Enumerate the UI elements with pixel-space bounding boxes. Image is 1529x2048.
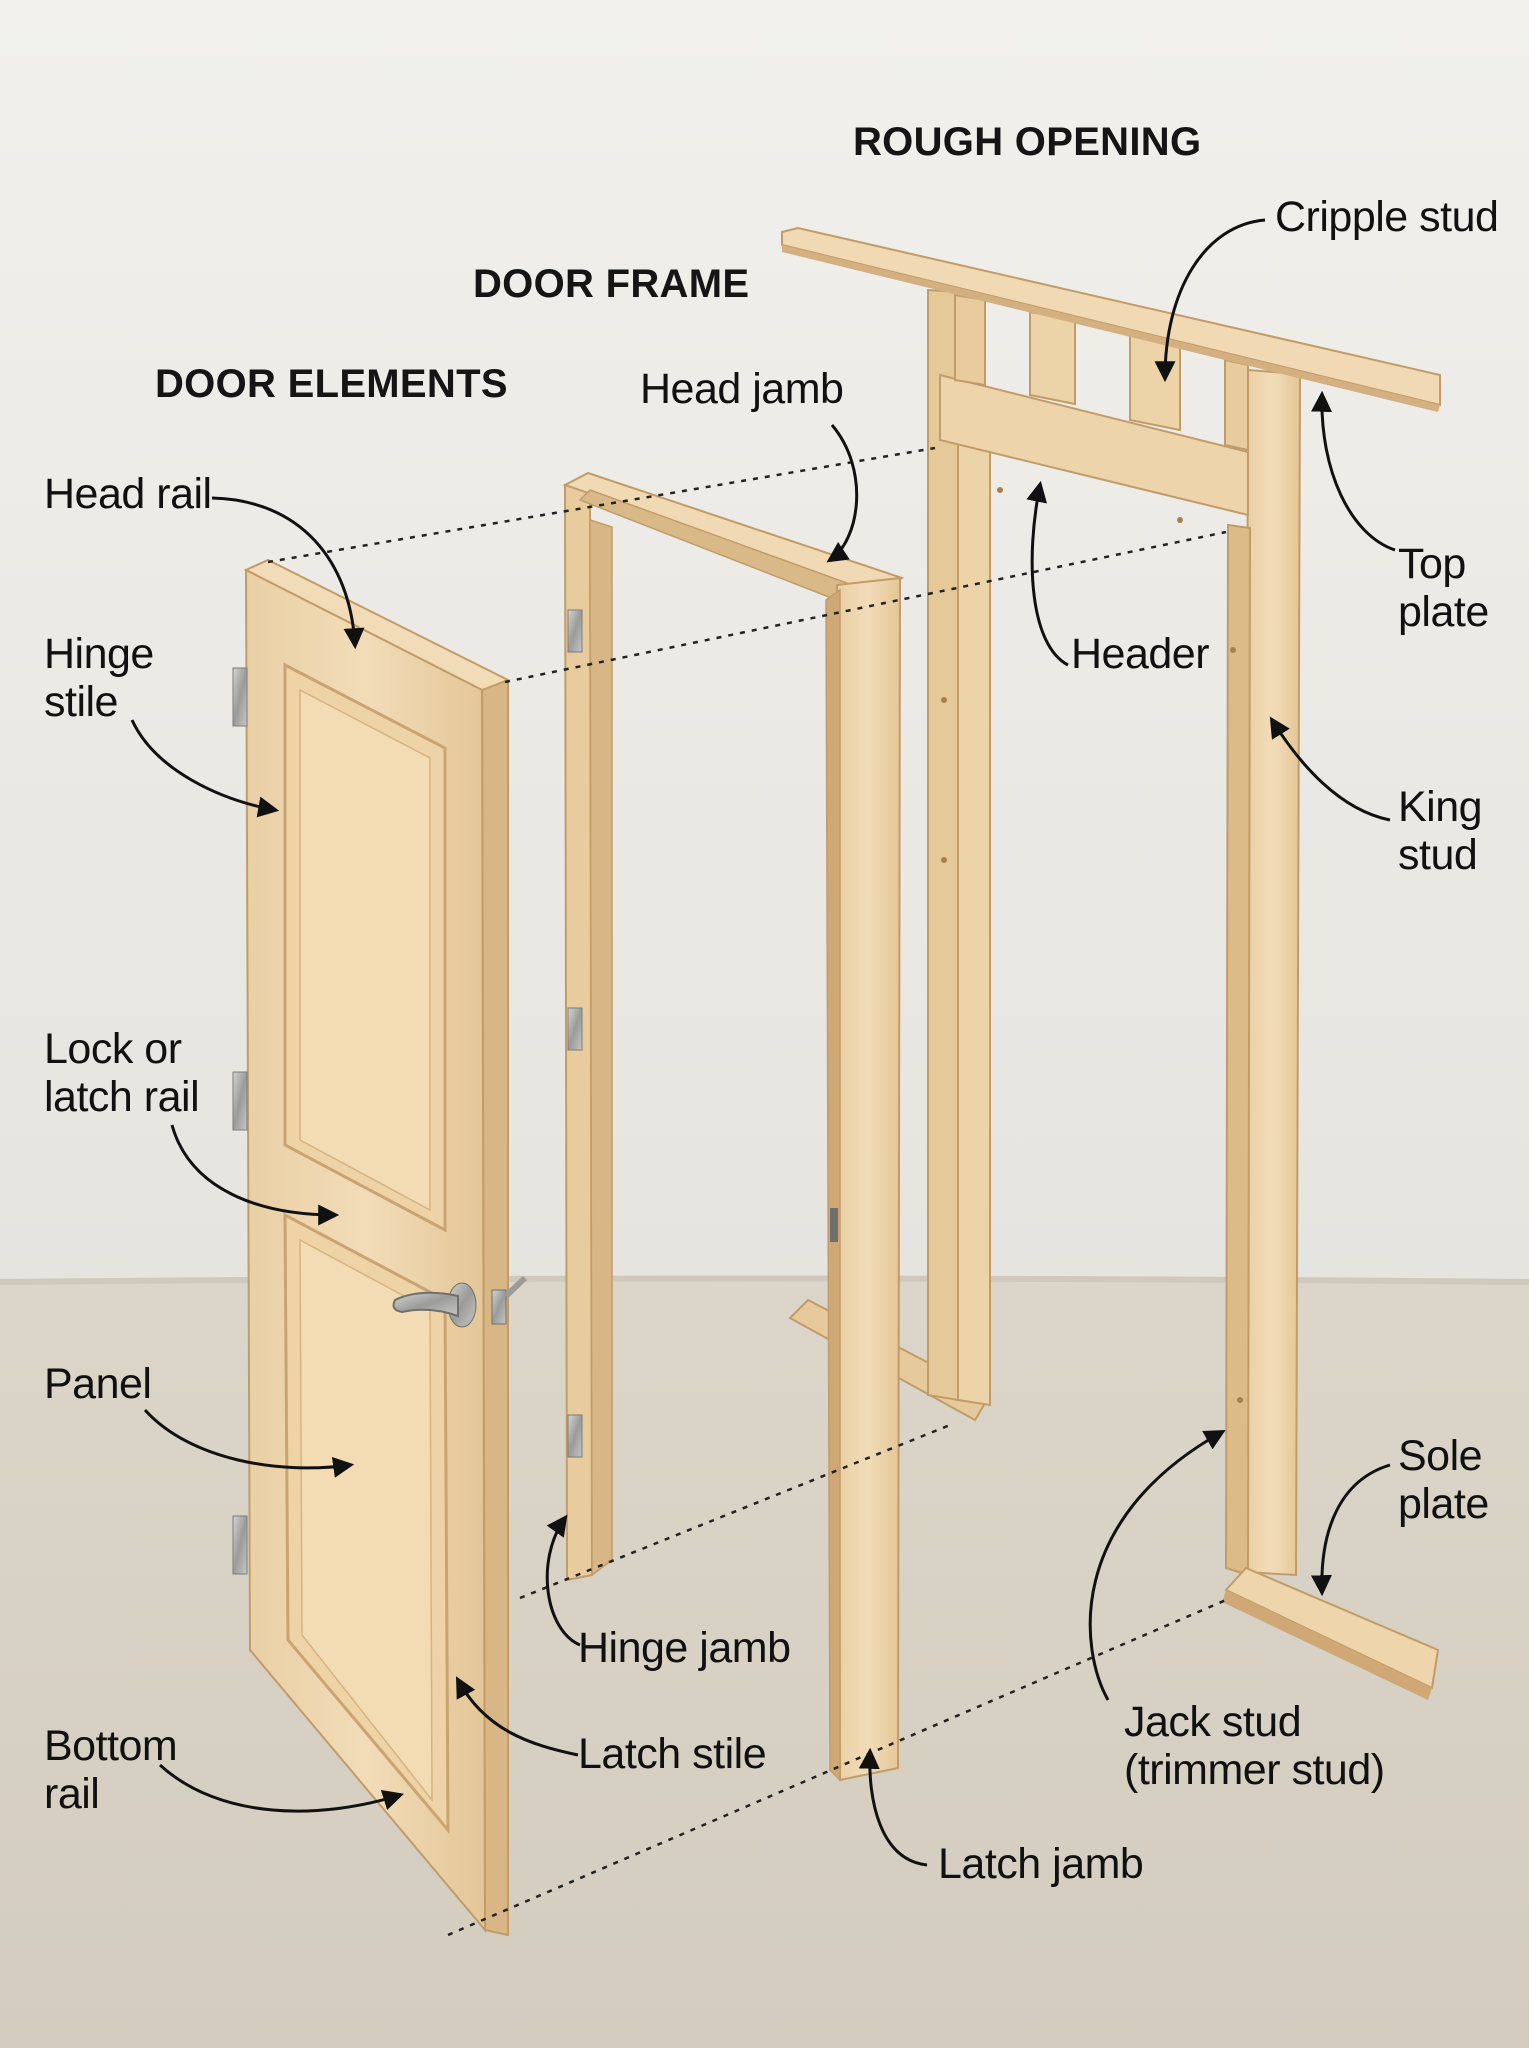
label-head-rail: Head rail [44, 470, 212, 518]
arrow-panel [143, 1408, 355, 1478]
label-lock-rail-line2: latch rail [44, 1073, 200, 1121]
arrow-latch-stile [456, 1676, 579, 1757]
arrow-lock-rail [170, 1124, 340, 1226]
door-hinge-top [232, 667, 248, 727]
strike-plate [830, 1208, 838, 1242]
arrow-jack-stud [1088, 1429, 1226, 1701]
label-bottom-rail-line2: rail [44, 1770, 100, 1818]
door-hinge-bottom [232, 1515, 248, 1575]
cripple-stud-2 [1029, 310, 1076, 406]
king-stud-right [1243, 368, 1302, 1577]
label-hinge-stile: Hinge stile [44, 630, 154, 726]
label-top-plate-line2: plate [1398, 588, 1489, 636]
label-hinge-stile-line2: stile [44, 678, 118, 726]
door-lever-handle [392, 1275, 528, 1328]
label-header: Header [1071, 630, 1210, 678]
arrow-bottom-rail [158, 1763, 405, 1813]
label-bottom-rail: Bottom rail [44, 1722, 178, 1818]
label-sole-plate-line2: plate [1398, 1480, 1489, 1528]
latch-jamb [835, 576, 902, 1782]
arrow-hinge-stile [130, 719, 280, 818]
heading-door-frame: DOOR FRAME [473, 262, 750, 306]
arrow-header [1026, 480, 1069, 667]
door-slab [232, 558, 528, 1937]
rough-opening-framing [781, 226, 1441, 1700]
label-panel: Panel [44, 1360, 152, 1408]
label-hinge-stile-line1: Hinge [44, 630, 154, 678]
arrow-sole-plate [1310, 1463, 1391, 1597]
jamb-hinge-mid [567, 1007, 583, 1051]
label-king-stud: King stud [1398, 783, 1483, 879]
arrow-hinge-jamb [545, 1514, 581, 1647]
arrow-king-stud [1269, 716, 1391, 822]
arrow-cripple-stud [1154, 218, 1266, 383]
label-hinge-jamb: Hinge jamb [578, 1624, 791, 1672]
callout-arrows [130, 218, 1396, 1867]
label-king-stud-line2: stud [1398, 831, 1478, 879]
arrow-head-jamb [826, 424, 859, 563]
label-latch-stile: Latch stile [578, 1730, 767, 1778]
door-frame [562, 471, 905, 1782]
arrow-latch-jamb [858, 1747, 928, 1867]
top-plate [781, 226, 1441, 407]
label-lock-rail-line1: Lock or [44, 1025, 182, 1073]
heading-rough-opening: ROUGH OPENING [853, 120, 1202, 164]
header-beam [939, 373, 1249, 517]
label-sole-plate: Sole plate [1398, 1432, 1489, 1528]
cripple-stud-3 [1129, 333, 1181, 432]
cripple-stud-1 [954, 293, 986, 387]
cripple-stud-4 [1224, 358, 1249, 452]
arrow-top-plate [1311, 390, 1396, 552]
label-lock-rail: Lock or latch rail [44, 1025, 200, 1121]
label-king-stud-line1: King [1398, 783, 1483, 831]
projection-lines [267, 446, 1227, 1937]
jamb-hinge-top [567, 609, 583, 653]
label-top-plate-line1: Top [1398, 540, 1466, 588]
arrow-head-rail [211, 496, 365, 650]
heading-door-elements: DOOR ELEMENTS [155, 362, 508, 406]
label-jack-stud-line2: (trimmer stud) [1124, 1746, 1385, 1794]
door-hinge-mid [232, 1071, 248, 1131]
label-latch-jamb: Latch jamb [938, 1840, 1144, 1888]
label-jack-stud-line1: Jack stud [1124, 1698, 1302, 1746]
king-stud-left [927, 288, 959, 1402]
label-head-jamb: Head jamb [640, 365, 844, 413]
label-sole-plate-line1: Sole [1398, 1432, 1483, 1480]
label-cripple-stud: Cripple stud [1275, 193, 1499, 241]
label-jack-stud: Jack stud (trimmer stud) [1124, 1698, 1385, 1794]
jack-stud-right [1224, 523, 1252, 1577]
label-bottom-rail-line1: Bottom [44, 1722, 178, 1770]
jamb-hinge-bottom [567, 1414, 583, 1458]
jack-stud-left [957, 438, 991, 1407]
label-top-plate: Top plate [1398, 540, 1489, 636]
